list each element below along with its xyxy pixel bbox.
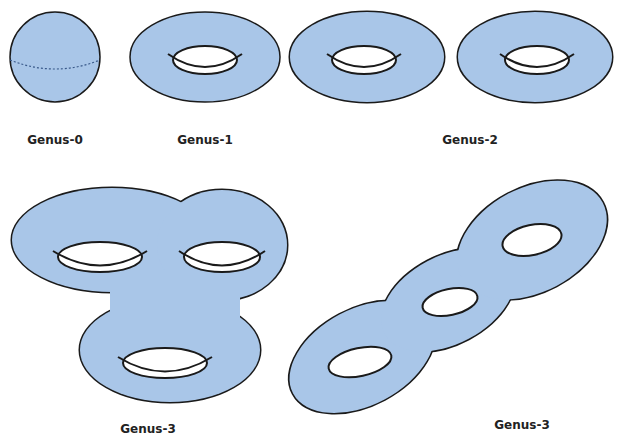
- genus-label: Genus-3: [120, 422, 176, 436]
- triple-torus-chain: [271, 157, 620, 436]
- genus-label: Genus-3: [494, 418, 550, 432]
- genus-label: Genus-1: [177, 133, 233, 147]
- sphere: [10, 12, 100, 102]
- torus: [130, 12, 280, 102]
- genus-label: Genus-2: [442, 133, 498, 147]
- genus-label: Genus-0: [27, 133, 83, 147]
- triple-torus-cluster: [12, 188, 287, 402]
- double-torus: [290, 12, 612, 102]
